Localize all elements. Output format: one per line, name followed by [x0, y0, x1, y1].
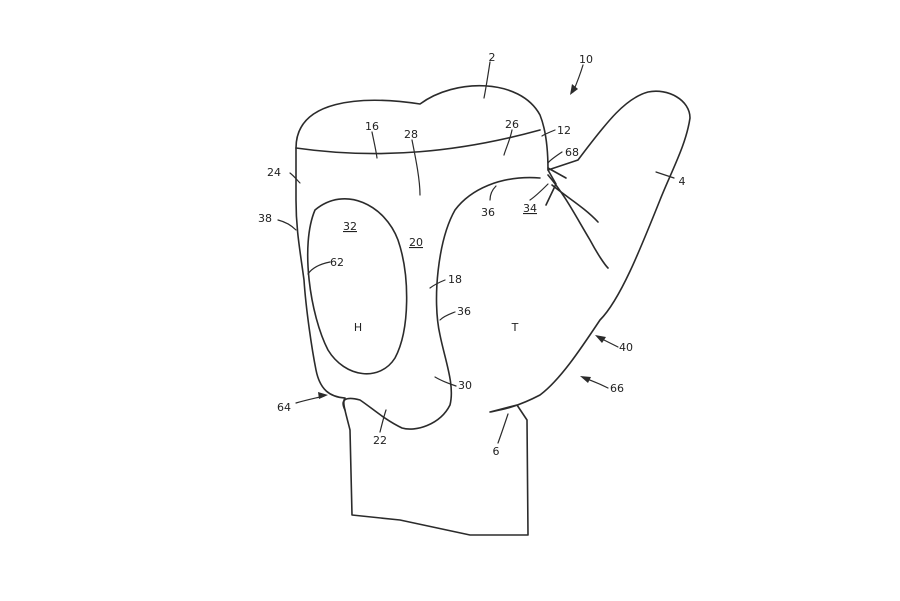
label-T: T	[511, 321, 519, 334]
leader-34	[529, 183, 549, 201]
leader-22	[379, 409, 387, 433]
leader-38	[277, 219, 297, 231]
arrowhead-10	[570, 84, 578, 95]
label-40: 40	[619, 341, 633, 354]
leader-16	[371, 131, 378, 159]
arrowhead-64	[318, 392, 328, 399]
leader-36b	[439, 311, 456, 321]
leader-18	[429, 279, 446, 289]
label-34: 34	[523, 202, 537, 215]
finger-pocket-outline	[342, 176, 541, 430]
label-22: 22	[373, 434, 387, 447]
label-12: 12	[557, 124, 571, 137]
label-16: 16	[365, 120, 379, 133]
label-10: 10	[579, 53, 593, 66]
mitt-outline	[295, 84, 691, 536]
label-36-upper: 36	[481, 206, 495, 219]
arrowhead-66	[580, 376, 591, 383]
label-64: 64	[277, 401, 291, 414]
label-26: 26	[505, 118, 519, 131]
leader-28	[411, 139, 421, 196]
label-24: 24	[267, 166, 281, 179]
hand-opening-oval	[306, 198, 408, 375]
label-2: 2	[489, 51, 496, 64]
label-20: 20	[409, 236, 423, 249]
label-68: 68	[565, 146, 579, 159]
thumb-crease-3	[545, 169, 557, 206]
label-6: 6	[493, 445, 500, 458]
leader-12	[541, 129, 556, 137]
label-H: H	[354, 321, 362, 334]
leader-26	[503, 129, 513, 156]
cuff-band	[295, 129, 541, 155]
thumb-line-68	[547, 167, 567, 179]
label-4: 4	[679, 175, 686, 188]
label-36-lower: 36	[457, 305, 471, 318]
label-32: 32	[343, 220, 357, 233]
label-66: 66	[610, 382, 624, 395]
label-30: 30	[458, 379, 472, 392]
arrowhead-40	[595, 335, 606, 343]
leader-68	[547, 151, 563, 164]
label-28: 28	[404, 128, 418, 141]
thumb-crease-2	[551, 184, 599, 223]
leader-36a	[489, 185, 497, 201]
label-62: 62	[330, 256, 344, 269]
label-18: 18	[448, 273, 462, 286]
leader-4	[655, 171, 675, 179]
leader-62	[307, 261, 331, 275]
leader-24	[289, 172, 301, 184]
leader-2	[483, 61, 491, 99]
leader-6	[497, 413, 509, 444]
leader-30	[434, 376, 457, 387]
label-38: 38	[258, 212, 272, 225]
